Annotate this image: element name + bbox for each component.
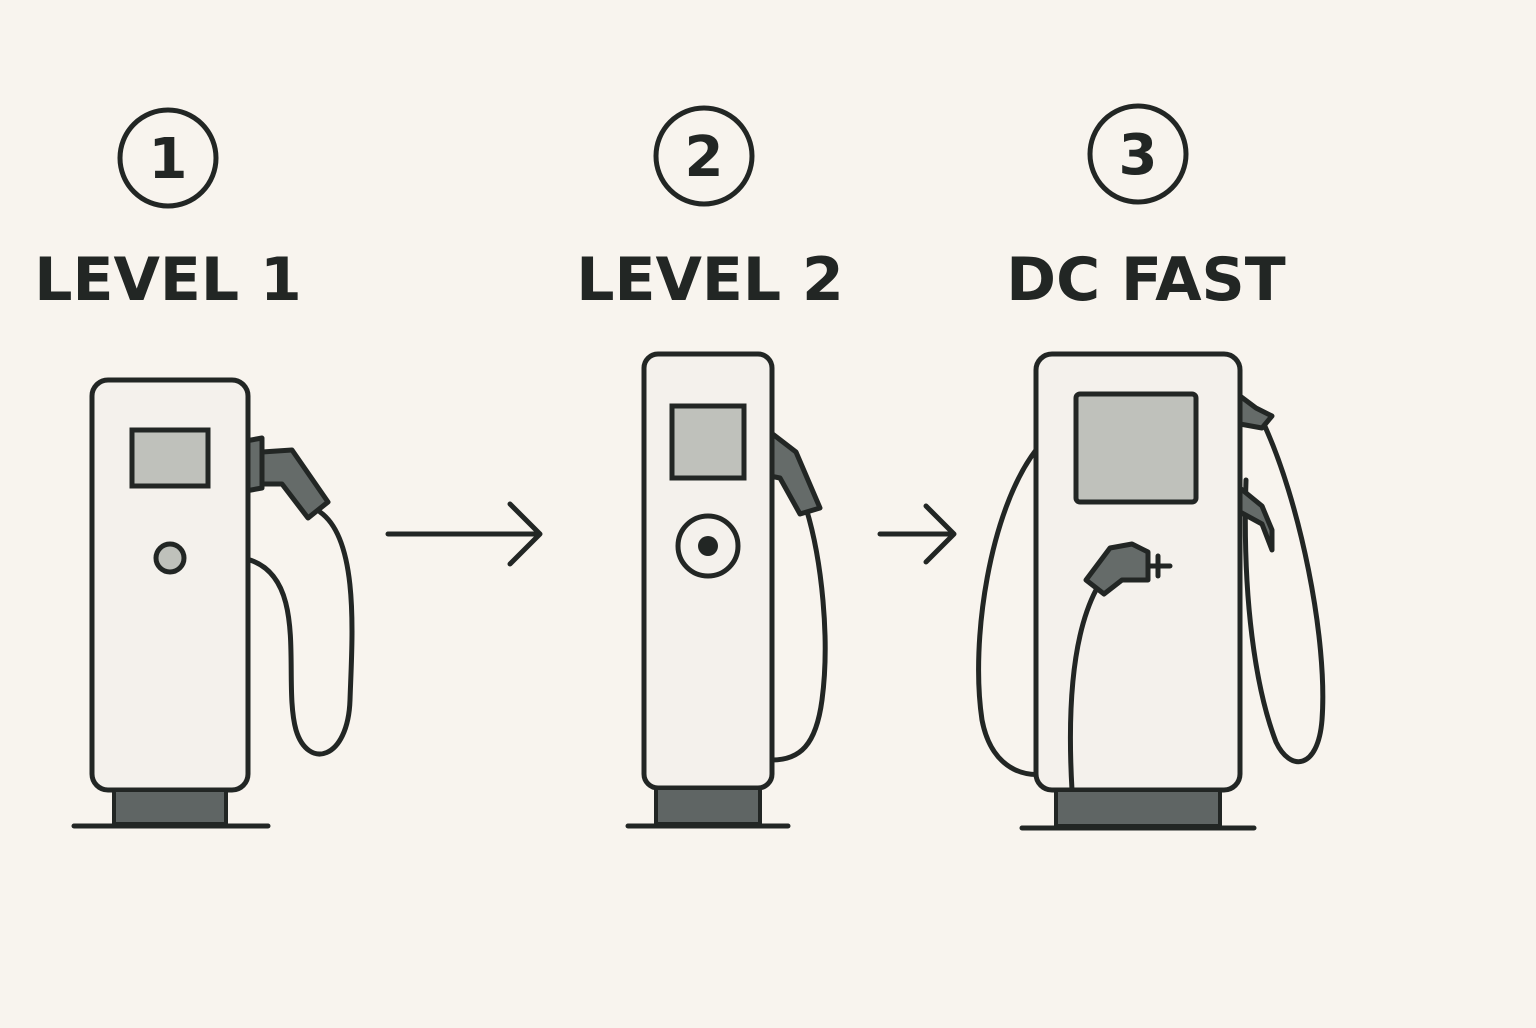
right-arrow-icon (877, 503, 957, 565)
dc-fast-screen (1073, 391, 1199, 505)
step-3-number-circle (1087, 103, 1189, 205)
step-3-number: 3 (1119, 123, 1158, 188)
level-1-connector-icon (259, 447, 331, 521)
step-2-number: 2 (685, 125, 724, 190)
step-1-label: LEVEL 1 (34, 245, 302, 315)
level-2-base (654, 786, 762, 826)
step-1-number: 1 (149, 127, 188, 192)
right-arrow-icon (385, 501, 543, 567)
level-2-socket-icon (698, 536, 718, 556)
dc-fast-upper-connector-icon (1237, 393, 1275, 431)
level-2-socket-ring (675, 513, 741, 579)
level-1-base (112, 788, 228, 826)
step-2-number-badge: 2 (653, 105, 755, 207)
dc-fast-inner-cable (1067, 587, 1099, 793)
level-2-connector-icon (767, 429, 823, 517)
step-1-number-circle (117, 107, 219, 209)
level-1-indicator-light (153, 541, 187, 575)
dc-fast-right-cable (1242, 417, 1326, 765)
level-2-cable (769, 505, 828, 763)
level-1-charger-icon (71, 377, 355, 829)
step-2-label: LEVEL 2 (576, 245, 844, 315)
step-2: 2 LEVEL 2 (576, 105, 844, 829)
step-1-number-badge: 1 (117, 107, 219, 209)
level-1-screen (129, 427, 211, 489)
dc-fast-charger-icon (976, 351, 1326, 831)
step-2-number-circle (653, 105, 755, 207)
dc-fast-left-cable (976, 447, 1063, 778)
level-1-cable (247, 509, 355, 757)
dc-fast-base (1054, 788, 1222, 828)
step-1: 1 LEVEL 1 (34, 107, 355, 829)
step-3-number-badge: 3 (1087, 103, 1189, 205)
step-3-label: DC FAST (1006, 245, 1285, 315)
level-2-screen (669, 403, 747, 481)
step-3: 3 DC FAST (976, 103, 1326, 831)
level-2-charger-icon (625, 351, 828, 829)
